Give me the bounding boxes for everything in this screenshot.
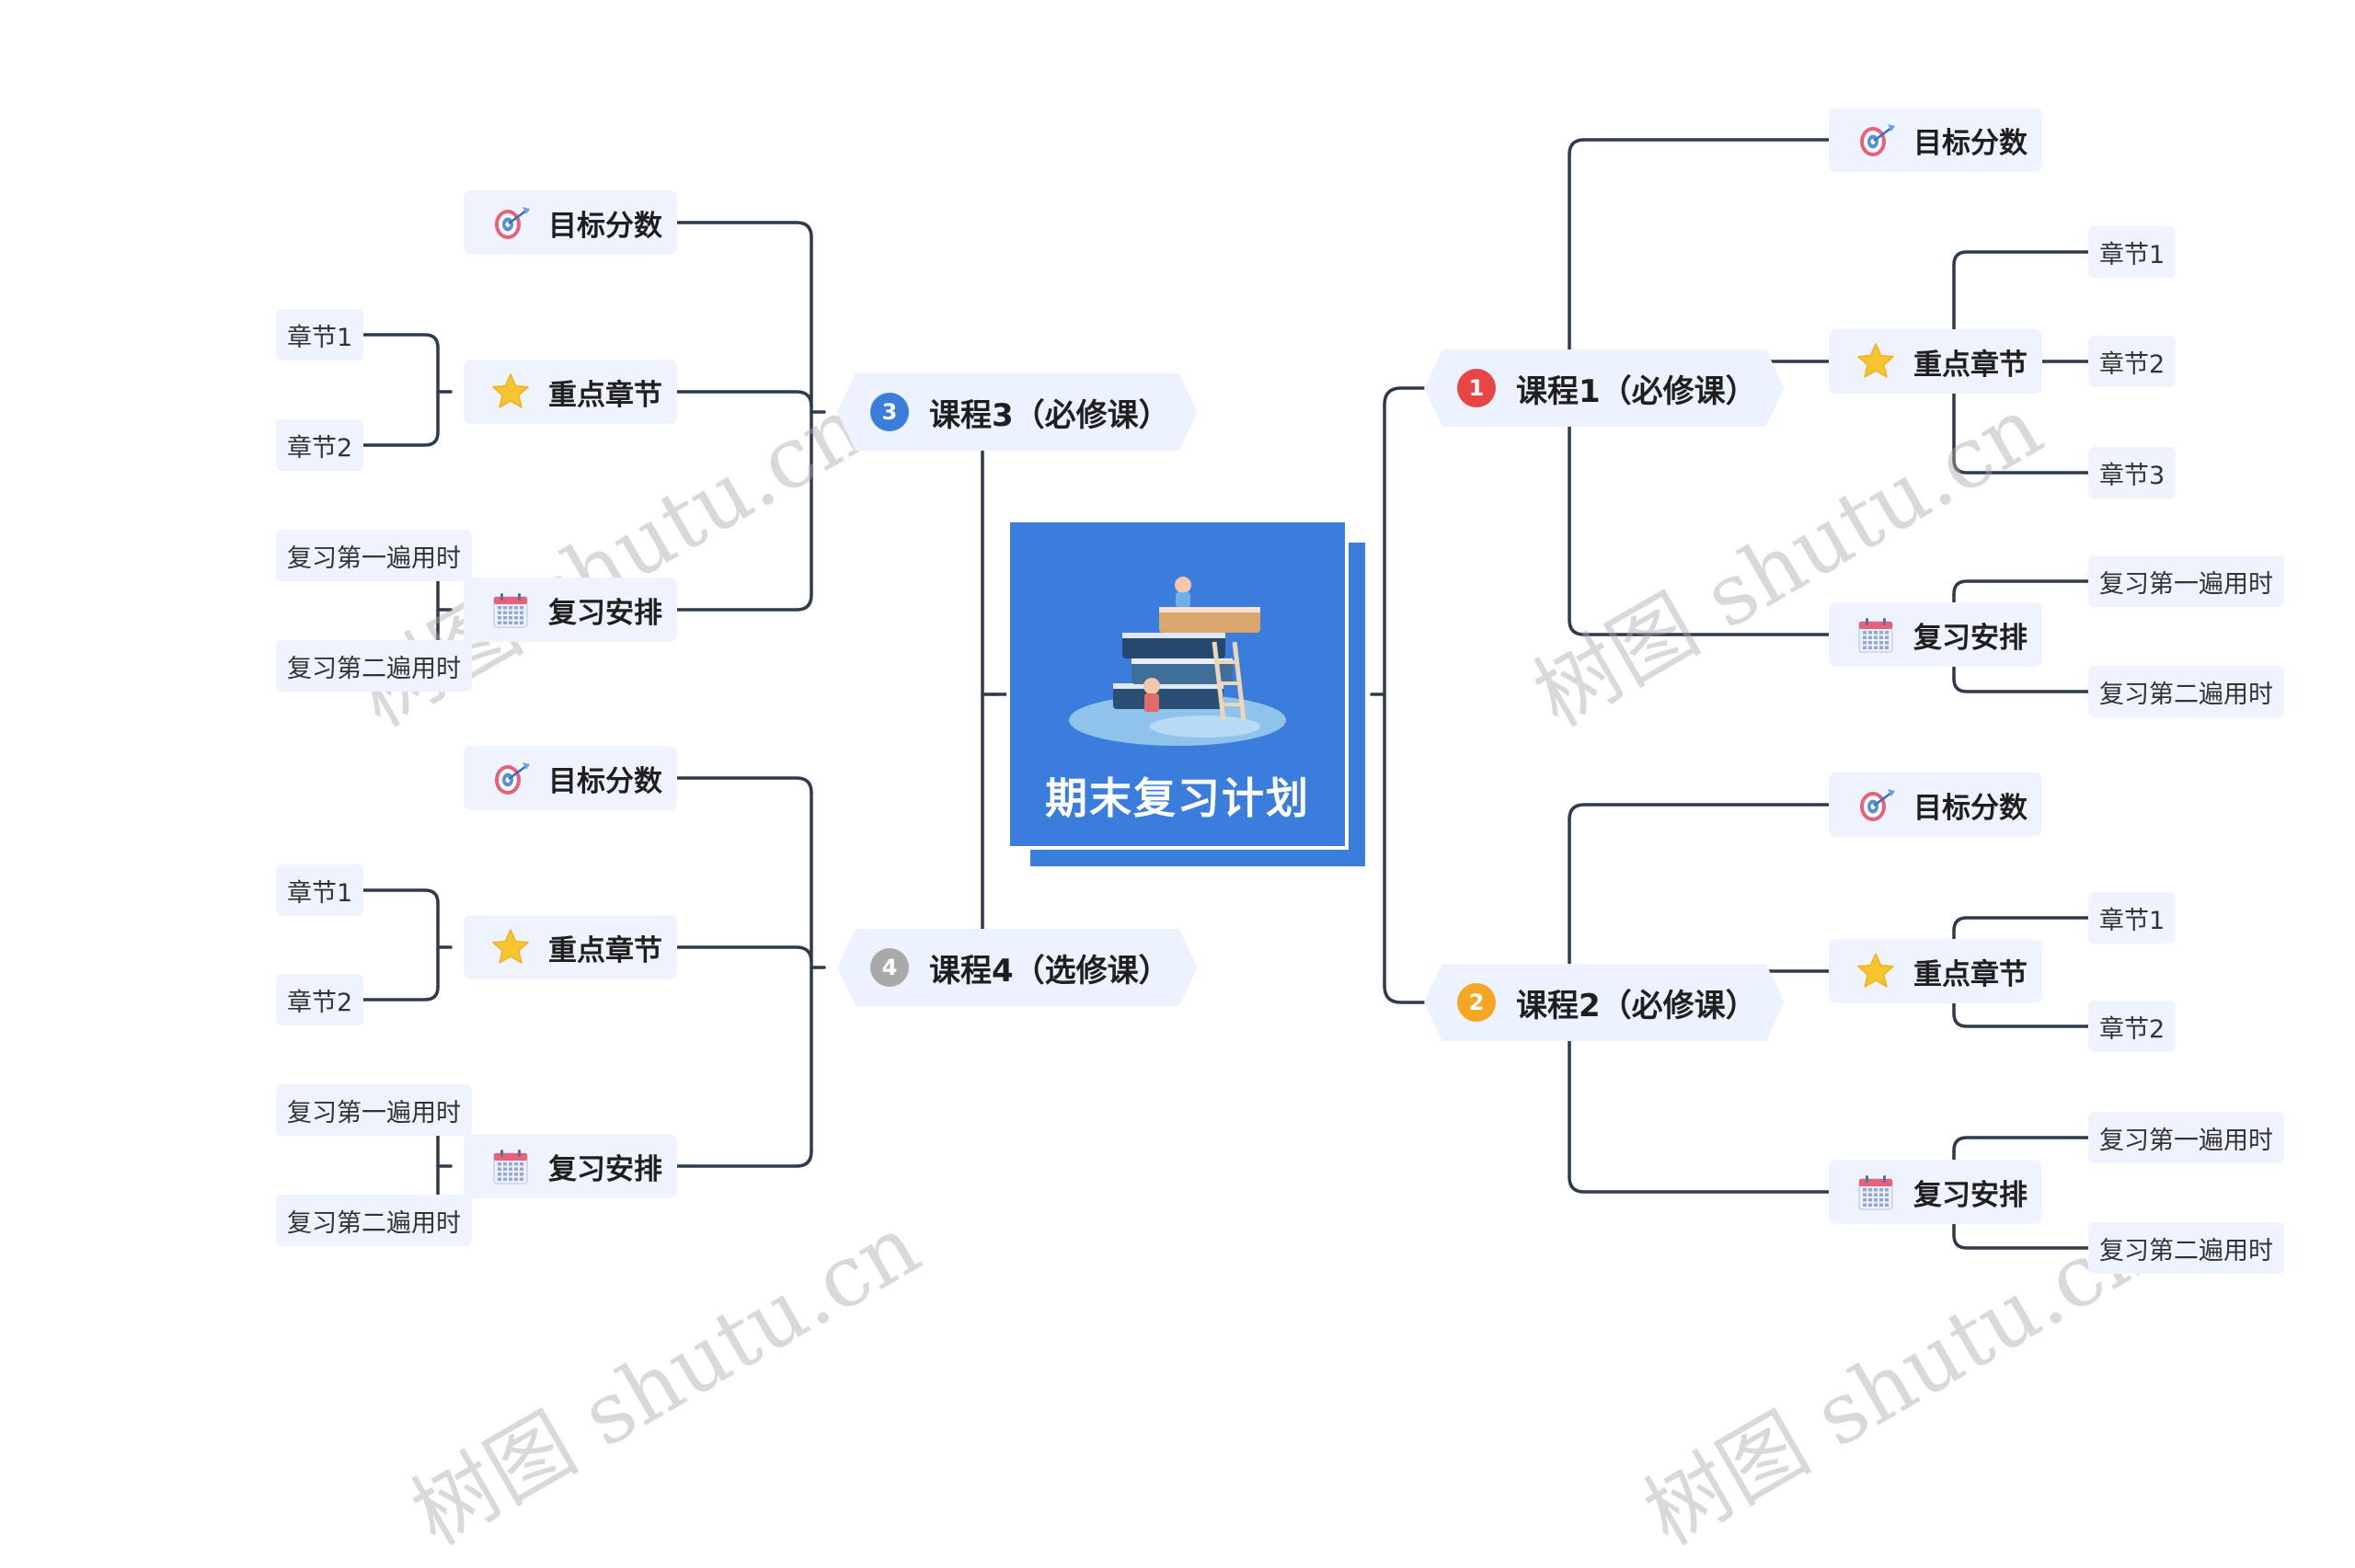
- course-label: 课程2（必修课）: [1516, 987, 1757, 1024]
- subtopic-target[interactable]: 目标分数: [464, 190, 677, 255]
- target-icon: [489, 201, 532, 244]
- star-icon: [1855, 950, 1897, 992]
- subtopic-label: 目标分数: [548, 764, 662, 798]
- connector-line: [561, 945, 813, 964]
- subtopic-calendar[interactable]: 复习安排: [464, 1134, 677, 1198]
- target-icon: [489, 757, 532, 799]
- calendar-icon: [489, 589, 532, 631]
- leaf-node[interactable]: 章节1: [2088, 892, 2177, 944]
- subtopic-label: 目标分数: [548, 209, 662, 243]
- leaf-node[interactable]: 章节2: [2088, 336, 2177, 387]
- leaf-node[interactable]: 章节3: [2088, 447, 2177, 498]
- subtopic-calendar[interactable]: 复习安排: [464, 578, 677, 642]
- leaf-node[interactable]: 复习第一遍用时: [2088, 1112, 2284, 1163]
- connector-line: [1952, 916, 2090, 933]
- star-icon: [489, 926, 532, 968]
- connector-line: [1952, 250, 2090, 267]
- connector-line: [296, 985, 440, 1001]
- subtopic-label: 重点章节: [1913, 348, 2028, 382]
- leaf-node[interactable]: 复习第二遍用时: [276, 1195, 472, 1246]
- leaf-node[interactable]: 复习第一遍用时: [276, 530, 472, 581]
- subtopic-label: 复习安排: [1913, 621, 2028, 655]
- calendar-icon: [1855, 1171, 1897, 1213]
- course-node-1[interactable]: 1 课程1（必修课）: [1424, 349, 1785, 427]
- subtopic-label: 复习安排: [1913, 1178, 2028, 1212]
- star-icon: [489, 371, 532, 413]
- number-badge: 1: [1457, 369, 1496, 407]
- leaf-node[interactable]: 复习第二遍用时: [276, 640, 472, 692]
- connector-line: [561, 221, 813, 239]
- connector-line: [1568, 138, 1831, 156]
- central-topic[interactable]: 期末复习计划: [1010, 522, 1345, 846]
- subtopic-label: 目标分数: [1913, 791, 2028, 825]
- connector-line: [1952, 1136, 2090, 1152]
- course-node-3[interactable]: 3 课程3（必修课）: [837, 373, 1198, 451]
- leaf-node[interactable]: 复习第二遍用时: [2088, 1222, 2284, 1274]
- connector-line: [296, 888, 440, 905]
- course-label: 课程4（选修课）: [929, 952, 1170, 990]
- subtopic-target[interactable]: 目标分数: [1829, 108, 2042, 172]
- subtopic-target[interactable]: 目标分数: [464, 746, 677, 810]
- leaf-node[interactable]: 章节2: [276, 974, 364, 1025]
- target-icon: [1855, 119, 1897, 161]
- subtopic-star[interactable]: 重点章节: [464, 915, 677, 979]
- leaf-node[interactable]: 章节1: [276, 864, 364, 916]
- connector-line: [1952, 1233, 2090, 1250]
- connector-line: [1952, 579, 2090, 596]
- subtopic-label: 重点章节: [548, 933, 662, 967]
- leaf-node[interactable]: 复习第一遍用时: [2088, 555, 2284, 607]
- subtopic-target[interactable]: 目标分数: [1829, 773, 2042, 837]
- number-badge: 3: [870, 393, 909, 431]
- connector-line: [296, 430, 440, 447]
- course-label: 课程3（必修课）: [929, 396, 1170, 434]
- course-label: 课程1（必修课）: [1516, 372, 1757, 410]
- connector-line: [1952, 458, 2090, 475]
- leaf-node[interactable]: 复习第二遍用时: [2088, 666, 2284, 717]
- connector-line: [1952, 677, 2090, 693]
- connector-line: [561, 593, 813, 612]
- leaf-node[interactable]: 复习第一遍用时: [276, 1084, 472, 1136]
- central-topic-title: 期末复习计划: [1045, 774, 1310, 822]
- leaf-node[interactable]: 章节1: [2088, 226, 2177, 278]
- connector-line: [1383, 386, 1426, 406]
- connector-line: [1568, 803, 1831, 821]
- number-badge: 2: [1457, 983, 1496, 1022]
- star-icon: [1855, 340, 1897, 383]
- connector-line: [296, 333, 440, 349]
- subtopic-calendar[interactable]: 复习安排: [1829, 1160, 2042, 1224]
- connector-line: [1568, 618, 1831, 636]
- connector-line: [561, 776, 813, 795]
- subtopic-star[interactable]: 重点章节: [1829, 939, 2042, 1003]
- course-node-4[interactable]: 4 课程4（选修课）: [837, 929, 1198, 1006]
- subtopic-label: 复习安排: [548, 1152, 662, 1186]
- books-illustration: [1069, 577, 1286, 746]
- calendar-icon: [489, 1145, 532, 1187]
- subtopic-label: 重点章节: [1913, 957, 2028, 991]
- connector-line: [561, 390, 813, 408]
- connector-line: [1952, 1012, 2090, 1028]
- leaf-node[interactable]: 章节2: [2088, 1001, 2177, 1052]
- connector-line: [1568, 1175, 1831, 1194]
- course-node-2[interactable]: 2 课程2（必修课）: [1424, 964, 1785, 1041]
- connector-line: [1383, 984, 1426, 1004]
- mindmap-canvas: 树图 shutu.cn 树图 shutu.cn 树图 shutu.cn 树图 s…: [276, 108, 2284, 1564]
- subtopic-label: 复习安排: [548, 596, 662, 630]
- number-badge: 4: [870, 948, 909, 987]
- subtopic-calendar[interactable]: 复习安排: [1829, 602, 2042, 667]
- subtopic-star[interactable]: 重点章节: [1829, 329, 2042, 394]
- target-icon: [1855, 784, 1897, 826]
- subtopic-star[interactable]: 重点章节: [464, 360, 677, 424]
- calendar-icon: [1855, 613, 1897, 656]
- subtopic-label: 重点章节: [548, 378, 662, 412]
- leaf-node[interactable]: 章节1: [276, 309, 364, 361]
- connector-line: [561, 1150, 813, 1168]
- leaf-node[interactable]: 章节2: [276, 419, 364, 471]
- subtopic-label: 目标分数: [1913, 126, 2028, 160]
